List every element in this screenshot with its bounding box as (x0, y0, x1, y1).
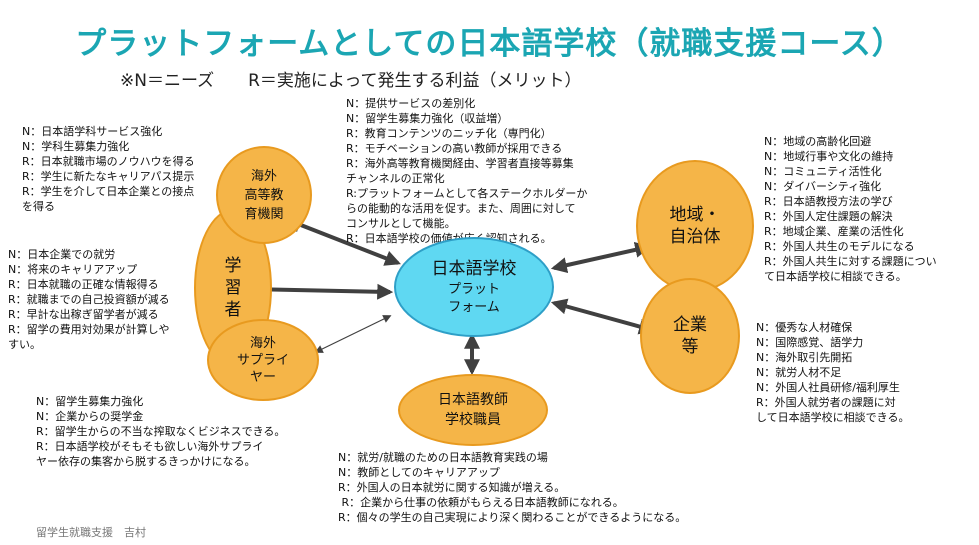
note-right-bottom: N：優秀な人材確保 N：国際感覚、語学力 N：海外取引先開拓 N：就労人材不足 … (756, 320, 909, 425)
node-supplier-line1: 海外 (249, 335, 276, 351)
note-line: N：国際感覚、語学力 (756, 336, 864, 349)
note-line: R：日本就職の正確な情報得る (8, 278, 159, 291)
note-line: R：日本語教授方法の学び (764, 195, 893, 208)
page-title: プラットフォームとしての日本語学校（就職支援コース） (75, 26, 904, 62)
node-institution-line2: 高等教 (244, 187, 284, 203)
note-line: R：外国人の日本就労に関する知識が増える。 (338, 481, 566, 494)
node-center-line2: プラット (447, 281, 500, 297)
node-learner-line2: 習 (224, 278, 242, 298)
note-line: N：留学生募集力強化（収益増） (346, 112, 509, 125)
node-teacher-line1: 日本語教師 (438, 392, 508, 408)
note-line: R：企業から仕事の依頼がもらえる日本語教師になれる。 (338, 496, 624, 509)
note-bottom-left: N：留学生募集力強化 N：企業からの奨学金 R：留学生からの不当な搾取なくビジネ… (36, 394, 285, 469)
node-company-line2: 等 (681, 337, 699, 357)
node-institution-line3: 育機関 (244, 206, 284, 222)
note-line: すい。 (8, 338, 41, 351)
note-line: N：提供サービスの差別化 (346, 97, 476, 110)
note-line: R:プラットフォームとして各ステークホルダーか (346, 187, 588, 200)
note-line: R：モチベーションの高い教師が採用できる (346, 142, 563, 155)
note-line: N：就労/就職のための日本語教育実践の場 (338, 451, 548, 464)
note-line: コンサルとして機能。 (346, 217, 456, 230)
note-line: N：将来のキャリアアップ (8, 263, 138, 276)
node-supplier-line3: ヤー (249, 369, 276, 385)
note-line: R：外国人定住課題の解決 (764, 210, 893, 223)
note-line: N：就労人材不足 (756, 366, 842, 379)
note-line: R：外国人就労者の課題に対 (756, 396, 896, 409)
node-teacher: 日本語教師 学校職員 (398, 374, 548, 446)
node-overseas-supplier: 海外 サプライ ヤー (207, 319, 319, 401)
note-line: R：留学の費用対効果が計算しや (8, 323, 170, 336)
note-line: N：企業からの奨学金 (36, 410, 144, 423)
node-overseas-institution: 海外 高等教 育機関 (216, 146, 312, 244)
note-bottom-center: N：就労/就職のための日本語教育実践の場 N：教師としてのキャリアアップ R：外… (338, 450, 686, 525)
note-line: N：地域行事や文化の維持 (764, 150, 894, 163)
note-line: N：外国人社員研修/福利厚生 (756, 381, 900, 394)
note-line: R：学生を介して日本企業との接点 (22, 185, 195, 198)
arrow-center-region (550, 241, 652, 274)
note-line: して日本語学校に相談できる。 (756, 411, 910, 424)
note-line: N：留学生募集力強化 (36, 395, 144, 408)
note-top-left: N：日本語学科サービス強化 N：学科生募集力強化 R：日本就職市場のノウハウを得… (22, 124, 195, 214)
node-teacher-line2: 学校職員 (445, 412, 501, 428)
note-line: R：個々の学生の自己実現により深く関わることができるようになる。 (338, 511, 687, 524)
node-institution-line1: 海外 (250, 168, 277, 184)
note-line: らの能動的な活用を促す。また、周囲に対して (346, 202, 576, 215)
note-line: N：学科生募集力強化 (22, 140, 130, 153)
note-line: N：優秀な人材確保 (756, 321, 853, 334)
note-line: R：地域企業、産業の活性化 (764, 225, 904, 238)
note-line: N：地域の高齢化回避 (764, 135, 872, 148)
note-line: R：早計な出稼ぎ留学者が減る (8, 308, 159, 321)
note-line: R：日本語学校がそもそも欲しい海外サプライ (36, 440, 264, 453)
node-supplier-line2: サプライ (236, 352, 289, 368)
note-line: を得る (22, 200, 55, 213)
footer-credit: 留学生就職支援 吉村 (36, 526, 146, 539)
note-line: N：コミュニティ活性化 (764, 165, 882, 178)
note-line: N：日本語学科サービス強化 (22, 125, 163, 138)
note-line: R：就職までの自己投資額が減る (8, 293, 170, 306)
legend-text: ※N＝ニーズ R＝実施によって発生する利益（メリット） (120, 71, 582, 91)
note-line: チャンネルの正常化 (346, 172, 445, 185)
arrow-institution-center (285, 217, 401, 266)
note-line: N：教師としてのキャリアアップ (338, 466, 500, 479)
note-line: N：ダイバーシティ強化 (764, 180, 882, 193)
note-line: R：教育コンテンツのニッチ化（専門化） (346, 127, 552, 140)
note-line: R：学生に新たなキャリアパス提示 (22, 170, 195, 183)
note-line: N：日本企業での就労 (8, 248, 116, 261)
node-center-platform: 日本語学校 プラット フォーム (394, 237, 554, 337)
note-top-center: N：提供サービスの差別化 N：留学生募集力強化（収益増） R：教育コンテンツのニ… (346, 96, 587, 246)
node-region-line1: 地域・ (669, 205, 721, 225)
note-line: R：外国人共生に対する課題につい (764, 255, 937, 268)
node-center-line1: 日本語学校 (431, 258, 517, 279)
note-line: R：日本就職市場のノウハウを得る (22, 155, 195, 168)
arrow-center-company (550, 298, 656, 335)
note-right-top: N：地域の高齢化回避 N：地域行事や文化の維持 N：コミュニティ活性化 N：ダイ… (764, 134, 937, 284)
node-learner-line1: 学 (224, 256, 242, 276)
note-line: ヤー依存の集客から脱するきっかけになる。 (36, 455, 256, 468)
arrow-supplier-center (314, 315, 392, 353)
note-line: R：外国人共生のモデルになる (764, 240, 915, 253)
note-line: R：留学生からの不当な搾取なくビジネスできる。 (36, 425, 286, 438)
node-learner-line3: 者 (224, 300, 242, 320)
note-line: N：海外取引先開拓 (756, 351, 853, 364)
node-company-line1: 企業 (673, 315, 707, 335)
node-region: 地域・ 自治体 (636, 160, 754, 292)
node-center-line3: フォーム (448, 299, 500, 315)
note-line: R：海外高等教育機関経由、学習者直接等募集 (346, 157, 574, 170)
note-line: て日本語学校に相談できる。 (764, 270, 907, 283)
node-company: 企業 等 (640, 278, 740, 394)
note-mid-left: N：日本企業での就労 N：将来のキャリアアップ R：日本就職の正確な情報得る R… (8, 247, 170, 352)
node-region-line2: 自治体 (669, 227, 721, 247)
